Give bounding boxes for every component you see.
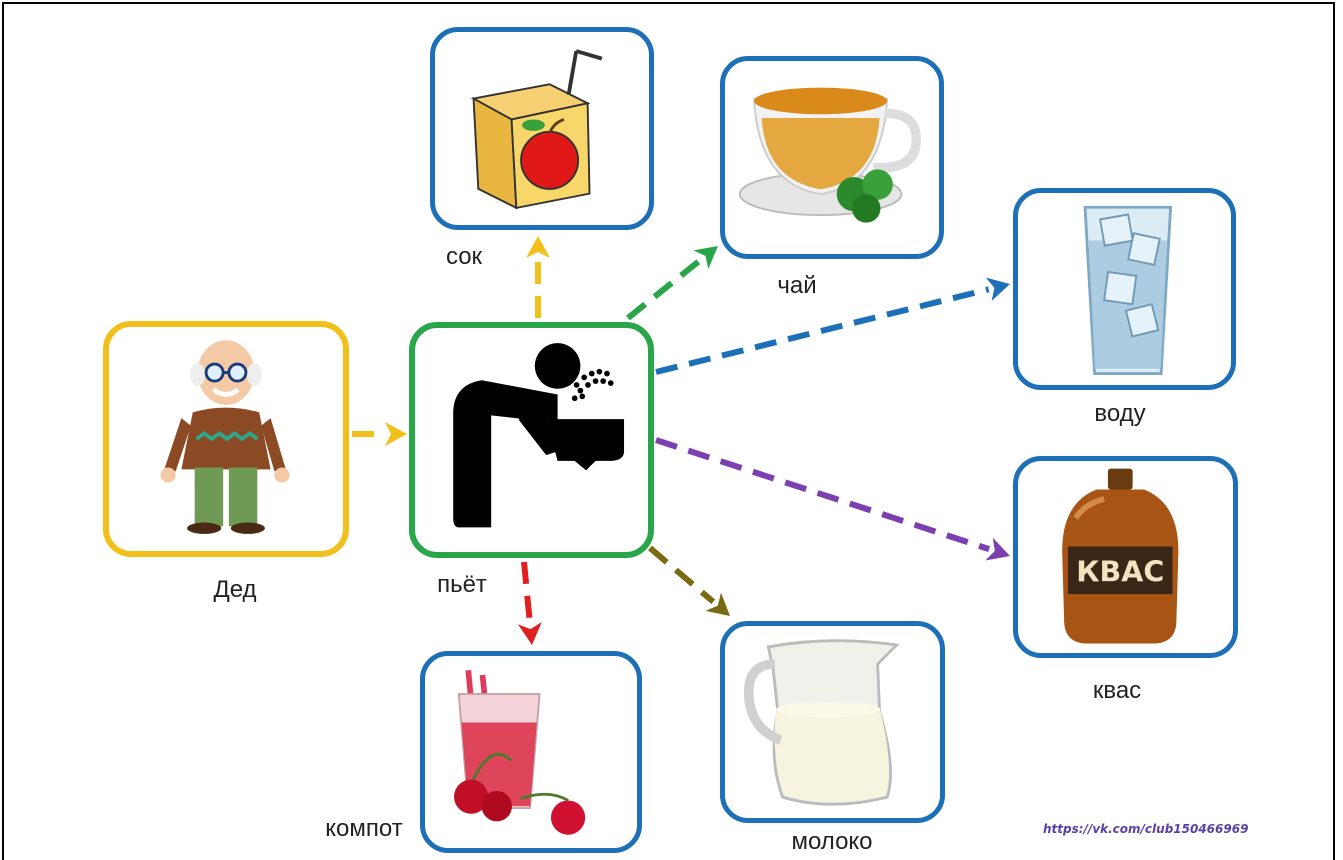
arrow-to-chai <box>626 246 718 321</box>
kvass-bottle-icon: КВАС <box>1062 468 1179 644</box>
subject-label: Дед <box>213 576 257 603</box>
verb-card <box>409 322 654 558</box>
arrow-to-sok <box>526 236 550 318</box>
tea-cup-icon <box>738 87 921 223</box>
arrow-to-moloko <box>648 545 730 616</box>
object-card-moloko <box>720 621 945 823</box>
object-label-moloko: молоко <box>791 828 873 855</box>
drinking-fountain-icon <box>453 343 625 528</box>
credit-link[interactable]: https://vk.com/club150466969 <box>1043 822 1249 836</box>
milk-jug-icon <box>743 639 900 806</box>
compote-glass-icon <box>454 669 586 835</box>
verb-label: пьёт <box>437 571 487 598</box>
object-card-kompot <box>420 651 642 853</box>
subject-card <box>103 321 349 557</box>
object-label-vodu: воду <box>1094 400 1146 427</box>
grandfather-icon <box>160 340 290 534</box>
arrow-to-kvas <box>655 437 1010 561</box>
water-glass-icon <box>1083 205 1173 376</box>
arrow-subject-to-verb <box>352 422 407 446</box>
arrow-to-vodu <box>655 277 1010 375</box>
object-card-chai <box>720 56 944 259</box>
object-card-vodu <box>1013 188 1236 390</box>
object-label-chai: чай <box>777 272 817 299</box>
object-label-kvas: квас <box>1092 677 1142 704</box>
svg-text:КВАС: КВАС <box>1076 556 1164 589</box>
object-card-kvas: КВАС <box>1013 456 1238 658</box>
object-card-sok <box>430 27 654 230</box>
object-label-sok: сок <box>445 243 483 270</box>
juice-box-icon <box>470 49 603 210</box>
arrow-to-kompot <box>517 561 542 645</box>
object-label-kompot: компот <box>325 815 403 842</box>
